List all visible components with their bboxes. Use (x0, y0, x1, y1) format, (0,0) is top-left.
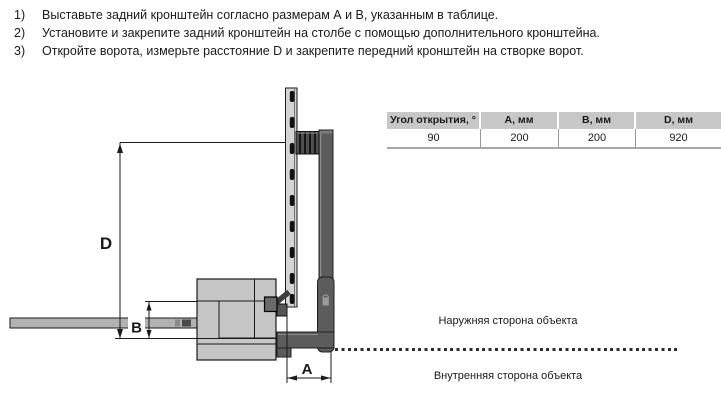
actuator-arm (276, 129, 335, 358)
gate-leaf-bar (9, 317, 198, 329)
object-side-divider-dashed-line (335, 348, 677, 351)
step-text: Установите и закрепите задний кронштейн … (42, 26, 600, 40)
actuator-motor-body (196, 278, 277, 361)
dimension-a (286, 310, 332, 383)
arm-release-lock-icon (322, 294, 329, 306)
step-text: Выставьте задний кронштейн согласно разм… (42, 8, 499, 22)
header-opening-angle: Угол открытия, ° (387, 112, 481, 129)
dimension-d-label: D (100, 234, 112, 253)
inside-of-object-label: Внутренняя сторона объекта (433, 370, 583, 382)
table-bottom-border (387, 147, 721, 149)
dimension-a-label: A (302, 361, 313, 378)
header-a-mm: А, мм (481, 112, 559, 129)
dimension-b-label: B (131, 320, 142, 337)
header-b-mm: В, мм (559, 112, 636, 129)
header-d-mm: D, мм (636, 112, 721, 129)
step-text: Откройте ворота, измерьте расстояние D и… (42, 44, 584, 58)
step-1: 1) Выставьте задний кронштейн согласно р… (14, 6, 704, 24)
dimension-b (115, 301, 277, 339)
value-a-mm: 200 (481, 129, 559, 147)
step-3: 3) Откройте ворота, измерьте расстояние … (14, 42, 704, 60)
table-header-row: Угол открытия, ° А, мм В, мм D, мм (387, 112, 721, 129)
step-2: 2) Установите и закрепите задний кронште… (14, 24, 704, 42)
value-d-mm: 920 (636, 129, 721, 147)
pivot-joint (263, 289, 291, 317)
step-number: 1) (14, 8, 26, 22)
value-b-mm: 200 (559, 129, 636, 147)
installation-diagram: D B A (9, 87, 335, 383)
outside-of-object-label: Наружняя сторона объекта (438, 315, 578, 327)
gate-bar-detail (182, 319, 191, 327)
dimension-b-label-bg (128, 317, 145, 335)
dimensions-table: Угол открытия, ° А, мм В, мм D, мм 90 20… (387, 112, 721, 149)
mounting-rail (285, 87, 298, 308)
step-number: 3) (14, 44, 26, 58)
table-value-row: 90 200 200 920 (387, 129, 721, 147)
gate-bar-detail (175, 319, 180, 327)
dimension-d (117, 142, 286, 339)
value-opening-angle: 90 (387, 129, 481, 147)
installation-steps: 1) Выставьте задний кронштейн согласно р… (14, 6, 704, 60)
step-number: 2) (14, 26, 26, 40)
rear-bracket-clamp (295, 131, 320, 155)
